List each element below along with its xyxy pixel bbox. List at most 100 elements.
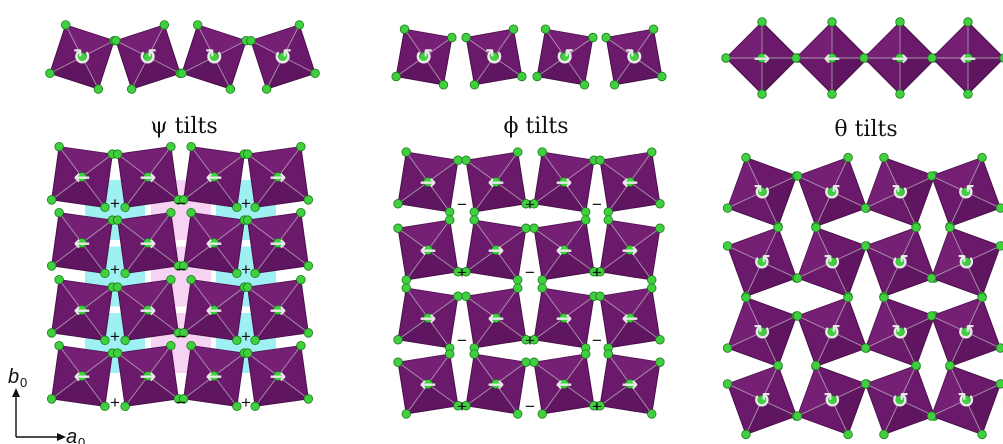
atom bbox=[297, 275, 306, 284]
atom bbox=[233, 203, 242, 212]
atom bbox=[513, 276, 522, 285]
atom bbox=[912, 361, 921, 370]
atom bbox=[297, 208, 306, 217]
atom bbox=[742, 153, 751, 162]
atom bbox=[647, 410, 656, 419]
atom bbox=[522, 358, 531, 367]
phi-chain-arrow-icon: ↺ bbox=[556, 46, 574, 71]
atom bbox=[880, 430, 889, 439]
psi-grid-arrow-icon: ← bbox=[74, 364, 91, 388]
atom bbox=[193, 21, 202, 30]
atom bbox=[113, 150, 122, 159]
atom bbox=[304, 395, 313, 404]
phi-grid-sign: + bbox=[457, 263, 467, 282]
theta-grid-arrow-icon: ↻ bbox=[957, 388, 975, 412]
atom bbox=[251, 336, 260, 345]
atom bbox=[509, 25, 518, 34]
atom bbox=[723, 380, 732, 389]
atom bbox=[538, 410, 547, 419]
psi-grid-sign: + bbox=[110, 327, 120, 346]
atom bbox=[47, 395, 56, 404]
atom bbox=[844, 293, 853, 302]
psi-grid-sign: − bbox=[176, 260, 186, 279]
atom bbox=[94, 85, 103, 94]
atom bbox=[860, 54, 869, 63]
atom bbox=[861, 380, 870, 389]
atom bbox=[445, 350, 454, 359]
atom bbox=[656, 199, 665, 208]
b0-label: b bbox=[8, 366, 19, 388]
atom bbox=[113, 283, 122, 292]
atom bbox=[844, 430, 853, 439]
phi-grid-arrow-icon: ← bbox=[556, 372, 573, 396]
atom bbox=[530, 224, 539, 233]
psi-grid-sign: + bbox=[241, 393, 251, 412]
atom bbox=[533, 72, 542, 81]
atom bbox=[297, 142, 306, 151]
atom bbox=[101, 269, 110, 278]
atom bbox=[758, 90, 767, 99]
atom bbox=[658, 72, 667, 81]
atom bbox=[596, 156, 605, 165]
phi-grid-arrow-icon: ← bbox=[488, 306, 505, 330]
phi-grid-arrow-icon: ← bbox=[420, 238, 437, 262]
atom bbox=[243, 283, 252, 292]
atom bbox=[187, 341, 196, 350]
psi-grid-arrow-icon: ← bbox=[74, 165, 91, 189]
phi-grid-sign: + bbox=[525, 331, 535, 350]
atom bbox=[113, 216, 122, 225]
atom bbox=[647, 276, 656, 285]
atom bbox=[656, 335, 665, 344]
atom bbox=[538, 148, 547, 157]
psi-grid-arrow-icon: → bbox=[140, 231, 157, 255]
phi-grid-arrow-icon: → bbox=[556, 170, 573, 194]
atom bbox=[647, 148, 656, 157]
atom bbox=[47, 196, 56, 205]
atom bbox=[55, 341, 64, 350]
atom bbox=[610, 81, 619, 90]
atom bbox=[793, 172, 802, 181]
psi-chain-arrow-icon: ↻ bbox=[205, 46, 223, 71]
theta-tilts-title: θ tilts bbox=[834, 117, 897, 142]
phi-grid-sign: − bbox=[525, 397, 535, 416]
psi-tilts-title: ψ tilts bbox=[150, 114, 217, 139]
atom bbox=[758, 18, 767, 27]
psi-grid-arrow-icon: → bbox=[140, 165, 157, 189]
octahedra-layer bbox=[46, 18, 1003, 439]
phi-grid-sign: − bbox=[525, 263, 535, 282]
atom bbox=[402, 284, 411, 293]
psi-grid-sign: + bbox=[110, 260, 120, 279]
theta-grid-arrow-icon: ↻ bbox=[891, 180, 909, 204]
theta-grid-arrow-icon: ↻ bbox=[823, 250, 841, 274]
atom bbox=[538, 284, 547, 293]
atom bbox=[518, 72, 527, 81]
atom bbox=[522, 224, 531, 233]
phi-grid-arrow-icon: ← bbox=[420, 372, 437, 396]
phi-grid-sign: + bbox=[525, 195, 535, 214]
atom bbox=[589, 33, 598, 42]
atom bbox=[812, 361, 821, 370]
atom bbox=[896, 90, 905, 99]
atom bbox=[880, 153, 889, 162]
atom bbox=[167, 275, 176, 284]
atom bbox=[243, 216, 252, 225]
phi-grid-arrow-icon: → bbox=[488, 238, 505, 262]
psi-grid-sign: − bbox=[176, 327, 186, 346]
theta-grid-arrow-icon: ↻ bbox=[753, 320, 771, 344]
atom bbox=[792, 54, 801, 63]
atom bbox=[233, 336, 242, 345]
atom bbox=[167, 142, 176, 151]
phi-chain-arrow-icon: ↻ bbox=[625, 46, 643, 71]
atom bbox=[538, 276, 547, 285]
phi-grid-arrow-icon: ← bbox=[622, 306, 639, 330]
atom bbox=[978, 293, 987, 302]
psi-grid-arrow-icon: → bbox=[270, 231, 287, 255]
atom bbox=[861, 204, 870, 213]
atom bbox=[861, 242, 870, 251]
phi-grid-sign: − bbox=[457, 331, 467, 350]
atom bbox=[400, 25, 409, 34]
phi-grid-arrow-icon: ← bbox=[622, 170, 639, 194]
atom bbox=[112, 36, 121, 45]
theta-grid-arrow-icon: ↻ bbox=[891, 320, 909, 344]
psi-grid-sign: + bbox=[110, 393, 120, 412]
